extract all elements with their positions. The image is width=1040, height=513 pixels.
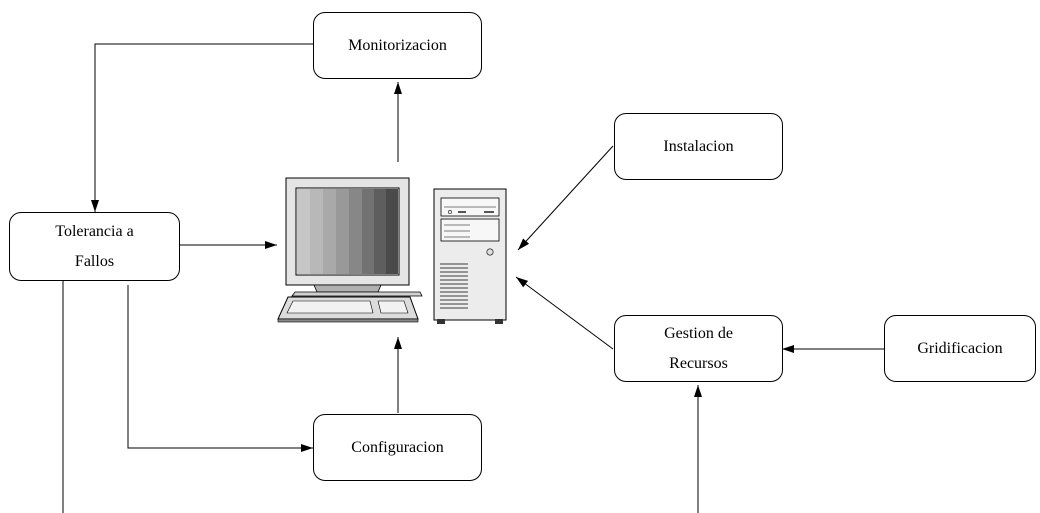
node-instalacion-label: Instalacion — [663, 137, 734, 155]
node-gridificacion-label: Gridificacion — [917, 339, 1003, 357]
edge-tolerancia-to-configuracion — [127, 285, 313, 452]
node-tolerancia-label: Tolerancia a Fallos — [55, 222, 134, 270]
node-gestion-label: Gestion de Recursos — [664, 324, 733, 372]
node-configuracion-label: Configuracion — [351, 438, 444, 456]
node-configuracion[interactable]: Configuracion — [313, 414, 482, 481]
edge-gestion-to-server — [515, 276, 614, 350]
node-monitorizacion[interactable]: Monitorizacion — [313, 12, 482, 79]
node-monitorizacion-label: Monitorizacion — [348, 36, 447, 54]
node-gridificacion[interactable]: Gridificacion — [884, 315, 1036, 382]
tower-server-icon — [433, 188, 507, 324]
edge-instalacion-to-server — [517, 145, 614, 251]
edge-monitorizacion-to-tolerancia — [91, 43, 313, 212]
monitor-keyboard-icon — [277, 177, 423, 323]
node-tolerancia-a-fallos[interactable]: Tolerancia a Fallos — [9, 212, 180, 281]
node-gestion-de-recursos[interactable]: Gestion de Recursos — [614, 315, 783, 382]
node-instalacion[interactable]: Instalacion — [614, 113, 783, 180]
